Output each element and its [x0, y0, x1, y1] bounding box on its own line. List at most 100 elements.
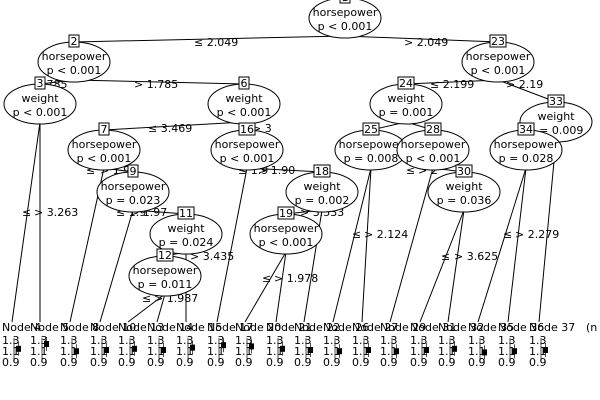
edge-1-23	[344, 35, 499, 43]
terminal-node-label: Node 31	[410, 321, 456, 334]
axis-tick-label: 0.9	[60, 356, 78, 369]
edge-12-T5	[156, 293, 166, 323]
node-id: 18	[315, 165, 329, 178]
node-id: 25	[364, 123, 378, 136]
edge-28-T13	[389, 167, 434, 323]
node-id-box	[362, 122, 380, 136]
edge-19-T9	[275, 251, 287, 323]
axis-tick-label: 1.3	[352, 334, 370, 347]
edge-label-e28l: ≤	[406, 164, 415, 177]
node-id-box	[424, 122, 442, 136]
terminal-node-13: Node 291.31.10.9	[380, 321, 426, 369]
terminal-node-label: Node 8	[60, 321, 99, 334]
axis-tick-label: 0.9	[380, 356, 398, 369]
axis-tick-label: 0.9	[410, 356, 428, 369]
node-pvalue: p < 0.001	[406, 152, 461, 165]
node-variable: weight	[445, 180, 483, 193]
axis-tick-label: 0.9	[30, 356, 48, 369]
axis-tick-label: 0.9	[498, 356, 516, 369]
edge-12-T4	[127, 293, 166, 323]
terminal-node-12: Node 271.31.10.9	[352, 321, 398, 369]
axis-tick-label: 1.1	[498, 345, 516, 358]
terminal-node-label: Node 35	[468, 321, 514, 334]
node-ellipse	[308, 0, 382, 39]
edge-label-e1r: > 2.049	[404, 36, 448, 49]
axis-tick-label: 0.9	[266, 356, 284, 369]
terminal-node-16: Node 351.31.10.9	[468, 321, 514, 369]
terminal-node-8: Node 201.31.10.9	[235, 321, 281, 369]
edge-label-e7l: ≤	[86, 164, 95, 177]
node-id-box	[339, 0, 351, 4]
terminal-node-label: Node 26	[323, 321, 369, 334]
axis-tick-label: 0.9	[438, 356, 456, 369]
terminal-node-label: Node 37	[529, 321, 575, 334]
terminal-node-11: Node 261.31.10.9	[323, 321, 369, 369]
edge-label-e11r: > 3.435	[190, 250, 234, 263]
axis-tick-label: 0.9	[176, 356, 194, 369]
axis-tick-label: 0.9	[352, 356, 370, 369]
axis-tick-label: 1.3	[118, 334, 136, 347]
axis-tick-label: 1.1	[118, 345, 136, 358]
axis-tick-label: 1.1	[147, 345, 165, 358]
node-id: 12	[158, 249, 172, 262]
axis-tick-label: 1.1	[2, 345, 20, 358]
node-pvalue: p = 0.036	[437, 194, 492, 207]
edge-1-2	[73, 35, 346, 43]
node-pvalue: p < 0.001	[471, 64, 526, 77]
axis-tick-label: 0.9	[235, 356, 253, 369]
node-pvalue: p = 0.002	[295, 194, 350, 207]
node-pvalue: p < 0.001	[77, 152, 132, 165]
terminal-node-label: Node 32	[438, 321, 484, 334]
node-variable: horsepower	[494, 138, 559, 151]
node-id: 28	[426, 123, 440, 136]
node-variable: weight	[21, 92, 59, 105]
node-variable: horsepower	[42, 50, 107, 63]
axis-tick-label: 1.1	[380, 345, 398, 358]
node-id-box	[489, 34, 507, 48]
edge-3-T0	[11, 121, 41, 323]
axis-tick-label: 1.3	[2, 334, 20, 347]
node-id-box	[98, 122, 110, 136]
edge-34-T17	[507, 167, 527, 323]
terminal-node-label: Node 5	[30, 321, 69, 334]
axis-tick-label: 1.1	[266, 345, 284, 358]
axis-tick-label: 1.1	[176, 345, 194, 358]
node-pvalue: p < 0.001	[217, 106, 272, 119]
edge-label-e12l: ≤	[142, 292, 151, 305]
edge-label-e23l: ≤ 2.199	[430, 78, 474, 91]
terminal-node-9: Node 211.31.10.9	[266, 321, 312, 369]
axis-tick-label: 1.3	[323, 334, 341, 347]
node-id: 23	[491, 35, 505, 48]
terminal-node-label: Node 4	[2, 321, 41, 334]
edge-label-e23r: > 2.19	[506, 78, 543, 91]
axis-tick-label: 1.3	[90, 334, 108, 347]
edge-23-33	[497, 79, 557, 103]
axis-tick-label: 0.9	[118, 356, 136, 369]
axis-tick-label: 1.1	[294, 345, 312, 358]
edge-16-T7	[216, 167, 248, 323]
axis-tick-label: 1.1	[323, 345, 341, 358]
node-pvalue: p = 0.028	[499, 152, 554, 165]
node-pvalue: p < 0.001	[13, 106, 68, 119]
axis-tick-label: 1.1	[438, 345, 456, 358]
node-pvalue: p = 0.008	[344, 152, 399, 165]
node-id: 7	[101, 123, 108, 136]
node-id-box	[547, 94, 565, 108]
edge-label-e6l: ≤ 3.469	[148, 122, 192, 135]
axis-tick-label: 0.9	[468, 356, 486, 369]
terminal-node-4: Node 131.31.10.9	[118, 321, 164, 369]
node-variable: weight	[387, 92, 425, 105]
node-pvalue: p < 0.001	[318, 20, 373, 33]
terminal-node-15: Node 321.31.10.9	[438, 321, 484, 369]
terminal-node-label: Node 13	[118, 321, 164, 334]
node-variable: horsepower	[215, 138, 280, 151]
terminal-node-10: Node 221.31.10.9	[294, 321, 340, 369]
